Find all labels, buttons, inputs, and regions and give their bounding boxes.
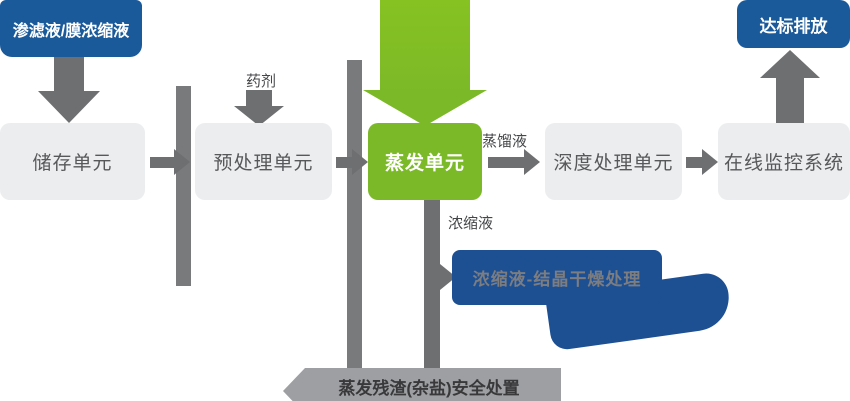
arrow-chemicals-shaft: [246, 90, 272, 108]
input-source-box: 渗滤液/膜浓缩液: [0, 0, 142, 57]
unit-storage: 储存单元: [0, 123, 145, 200]
unit-storage-label: 储存单元: [32, 153, 113, 174]
unit-pretreatment: 预处理单元: [195, 123, 332, 200]
arrow-evaporation-to-advanced-shaft: [488, 157, 524, 168]
distillate-label: 蒸馏液: [482, 133, 528, 150]
connector-bar-left: [176, 86, 191, 286]
unit-evaporation: 蒸发单元: [368, 123, 482, 200]
output-discharge-box: 达标排放: [737, 0, 850, 48]
green-feed-arrow-shaft: [380, 0, 470, 92]
arrow-pretreatment-to-evaporation-head: [352, 149, 368, 175]
unit-online-monitoring: 在线监控系统: [718, 123, 850, 200]
output-discharge-label: 达标排放: [759, 16, 828, 36]
crystallization-unit-label: 浓缩液-结晶干燥处理: [472, 270, 642, 289]
chemicals-label: 药剂: [246, 73, 277, 90]
arrow-monitoring-to-discharge-shaft: [776, 76, 804, 123]
arrow-input-to-storage-shaft: [54, 57, 84, 93]
crystallization-unit-box: 浓缩液-结晶干燥处理: [452, 250, 662, 305]
unit-pretreatment-label: 预处理单元: [213, 153, 314, 174]
residue-disposal-arrow: 蒸发残渣(杂盐)安全处置: [283, 368, 561, 401]
unit-advanced-treatment-label: 深度处理单元: [553, 153, 674, 174]
arrow-chemicals-head: [234, 106, 284, 126]
unit-advanced-treatment: 深度处理单元: [545, 123, 682, 200]
input-source-label: 渗滤液/膜浓缩液: [12, 22, 130, 40]
arrow-advanced-to-monitoring-head: [702, 149, 718, 175]
arrow-evaporation-to-advanced-head: [524, 149, 540, 175]
residue-disposal-label: 蒸发残渣(杂盐)安全处置: [338, 379, 520, 398]
arrow-storage-to-pretreatment-shaft: [150, 157, 174, 168]
arrow-pretreatment-to-evaporation-shaft: [336, 157, 352, 168]
arrow-concentrate-shaft: [424, 200, 440, 370]
arrow-storage-to-pretreatment-head: [174, 149, 190, 175]
arrow-advanced-to-monitoring-shaft: [686, 157, 702, 168]
connector-bar-middle: [347, 60, 362, 390]
arrow-input-to-storage-head: [38, 91, 100, 123]
arrow-monitoring-to-discharge-head: [760, 50, 820, 78]
green-feed-arrow-head: [363, 90, 487, 126]
unit-online-monitoring-label: 在线监控系统: [723, 153, 844, 174]
concentrate-label: 浓缩液: [448, 215, 494, 232]
unit-evaporation-label: 蒸发单元: [384, 153, 465, 174]
